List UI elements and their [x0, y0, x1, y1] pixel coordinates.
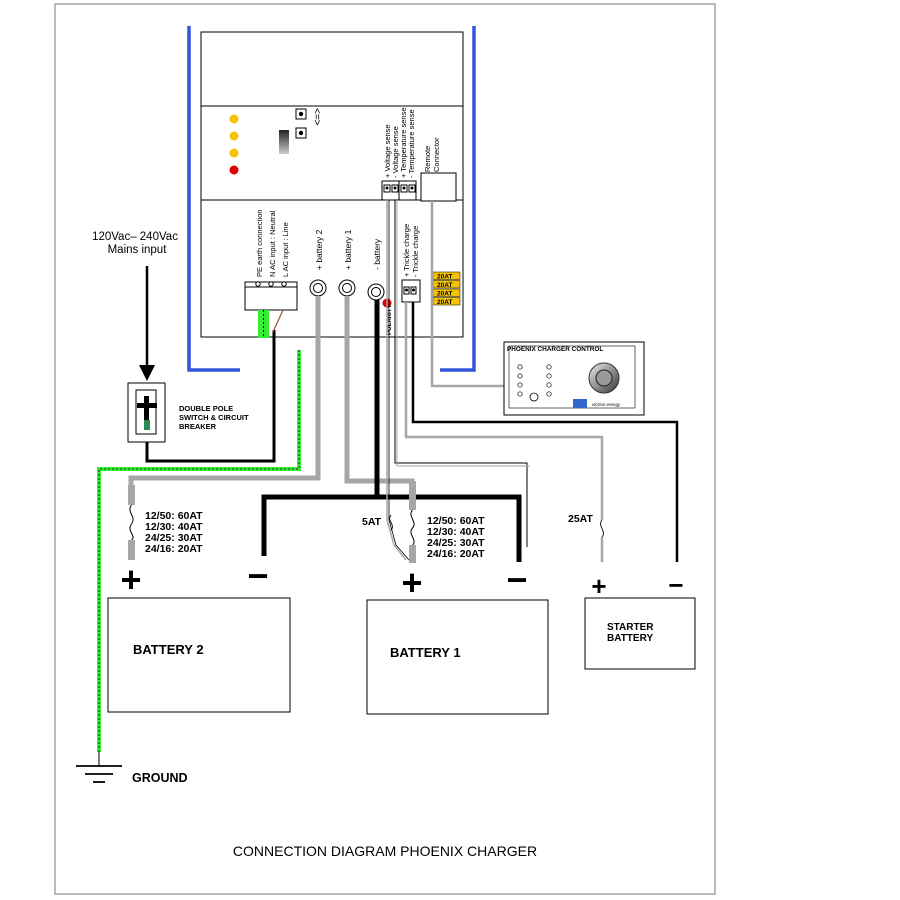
battery-1-label: BATTERY 1 — [390, 645, 461, 660]
diagram-title: CONNECTION DIAGRAM PHOENIX CHARGER — [233, 843, 537, 859]
svg-text:12/50: 60AT: 12/50: 60AT — [145, 510, 203, 522]
trickle-wires — [404, 302, 679, 562]
battery-1-plus: + — [401, 562, 422, 603]
sense-wires — [386, 200, 530, 561]
dip-switches[interactable] — [295, 108, 307, 139]
battery-2-minus: − — [247, 555, 268, 596]
ac-neutral-wire — [272, 309, 284, 333]
svg-text:24/16: 20AT: 24/16: 20AT — [427, 548, 485, 560]
fuse-tags: 20AT 20AT 20AT 20AT — [432, 271, 461, 306]
svg-text:+ Voltage sense: + Voltage sense — [383, 124, 392, 178]
led-yellow-2 — [229, 131, 239, 141]
svg-text:20AT: 20AT — [437, 299, 452, 306]
led-red — [229, 165, 239, 175]
svg-text:24/16: 20AT: 24/16: 20AT — [145, 543, 203, 555]
starter-battery-plus: + — [591, 571, 606, 601]
fuse-ratings-battery1: 12/50: 60AT 12/30: 40AT 24/25: 30AT 24/1… — [427, 515, 485, 560]
mode-switch[interactable] — [279, 130, 289, 154]
battery-2 — [107, 597, 291, 713]
fuse-starter-label: 25AT — [568, 513, 593, 525]
victron-logo-icon — [573, 399, 587, 408]
svg-text:24/25: 30AT: 24/25: 30AT — [145, 532, 203, 544]
svg-text:20AT: 20AT — [437, 273, 452, 280]
svg-text:12/50: 60AT: 12/50: 60AT — [427, 515, 485, 527]
mains-arrow — [139, 266, 155, 381]
fuse-starter-icon — [600, 519, 604, 562]
svg-text:20AT: 20AT — [437, 282, 452, 289]
starter-battery-label-1: STARTER — [607, 622, 654, 633]
mains-label-1: 120Vac– 240Vac — [92, 231, 178, 243]
control-panel[interactable] — [503, 341, 645, 416]
svg-text:N AC input : Neutral: N AC input : Neutral — [268, 210, 277, 277]
negative-wire — [261, 300, 522, 562]
remote-connector — [420, 172, 457, 202]
ac-line-wire — [145, 330, 276, 463]
fuse-battery2-icon — [128, 485, 135, 560]
svg-text:- Temperature sense: - Temperature sense — [407, 109, 416, 178]
polarity-label: POLARITY — [387, 305, 393, 335]
control-panel-brand: victron energy — [592, 402, 621, 407]
sense-labels: + Voltage sense - Voltage sense + Temper… — [383, 107, 441, 178]
ground-icon — [76, 752, 122, 783]
battery-1 — [366, 599, 549, 715]
breaker-switch[interactable] — [127, 382, 166, 443]
svg-text:20AT: 20AT — [437, 290, 452, 297]
earth-wire — [97, 310, 301, 752]
battery-studs — [309, 279, 385, 301]
svg-text:Connector: Connector — [432, 137, 441, 172]
svg-text:- Trickle charge: - Trickle charge — [411, 226, 420, 277]
sense-connector — [381, 180, 417, 201]
svg-text:- battery: - battery — [372, 238, 382, 270]
breaker-label-3: BREAKER — [179, 422, 217, 431]
svg-text:+ battery 1: + battery 1 — [343, 229, 353, 270]
svg-text:+ battery 2: + battery 2 — [314, 229, 324, 270]
led-yellow-1 — [229, 114, 239, 124]
breaker-label-2: SWITCH & CIRCUIT — [179, 413, 249, 422]
battery-2-plus: + — [120, 559, 141, 600]
svg-text:12/30: 40AT: 12/30: 40AT — [427, 526, 485, 538]
ground-label: GROUND — [132, 771, 188, 785]
control-panel-title: PHOENIX CHARGER CONTROL — [507, 346, 603, 353]
svg-text:12/30: 40AT: 12/30: 40AT — [145, 521, 203, 533]
starter-battery — [584, 597, 696, 670]
mains-label-2: Mains input — [108, 244, 168, 256]
svg-text:+ Temperature sense: + Temperature sense — [399, 107, 408, 178]
fuse-sense-label: 5AT — [362, 516, 382, 528]
svg-text:Remote: Remote — [423, 146, 432, 172]
battery-1-minus: − — [506, 559, 527, 600]
ac-terminal-block — [244, 281, 298, 311]
svg-text:24/25: 30AT: 24/25: 30AT — [427, 537, 485, 549]
status-leds — [229, 114, 239, 175]
fuse-ratings-battery2: 12/50: 60AT 12/30: 40AT 24/25: 30AT 24/1… — [145, 510, 203, 555]
svg-text:L AC input : Line: L AC input : Line — [281, 222, 290, 277]
remote-wire — [430, 201, 504, 388]
svg-text:PE earth connection: PE earth connection — [255, 209, 264, 277]
starter-battery-label-2: BATTERY — [607, 633, 653, 644]
page-frame — [54, 3, 716, 895]
fuse-sense-icon — [389, 514, 393, 531]
battery-2-label: BATTERY 2 — [133, 642, 204, 657]
led-yellow-3 — [229, 148, 239, 158]
fuse-battery1-icon — [409, 481, 416, 563]
svg-text:+ Trickle charge: + Trickle charge — [402, 224, 411, 277]
svg-text:- Voltage sense: - Voltage sense — [391, 126, 400, 178]
breaker-label-1: DOUBLE POLE — [179, 404, 233, 413]
charger-enclosure — [187, 26, 476, 372]
starter-battery-minus: − — [668, 570, 683, 600]
terminal-labels: PE earth connection N AC input : Neutral… — [255, 209, 420, 277]
trickle-connector — [401, 279, 421, 303]
indicator-arrows: <=> — [311, 108, 322, 126]
